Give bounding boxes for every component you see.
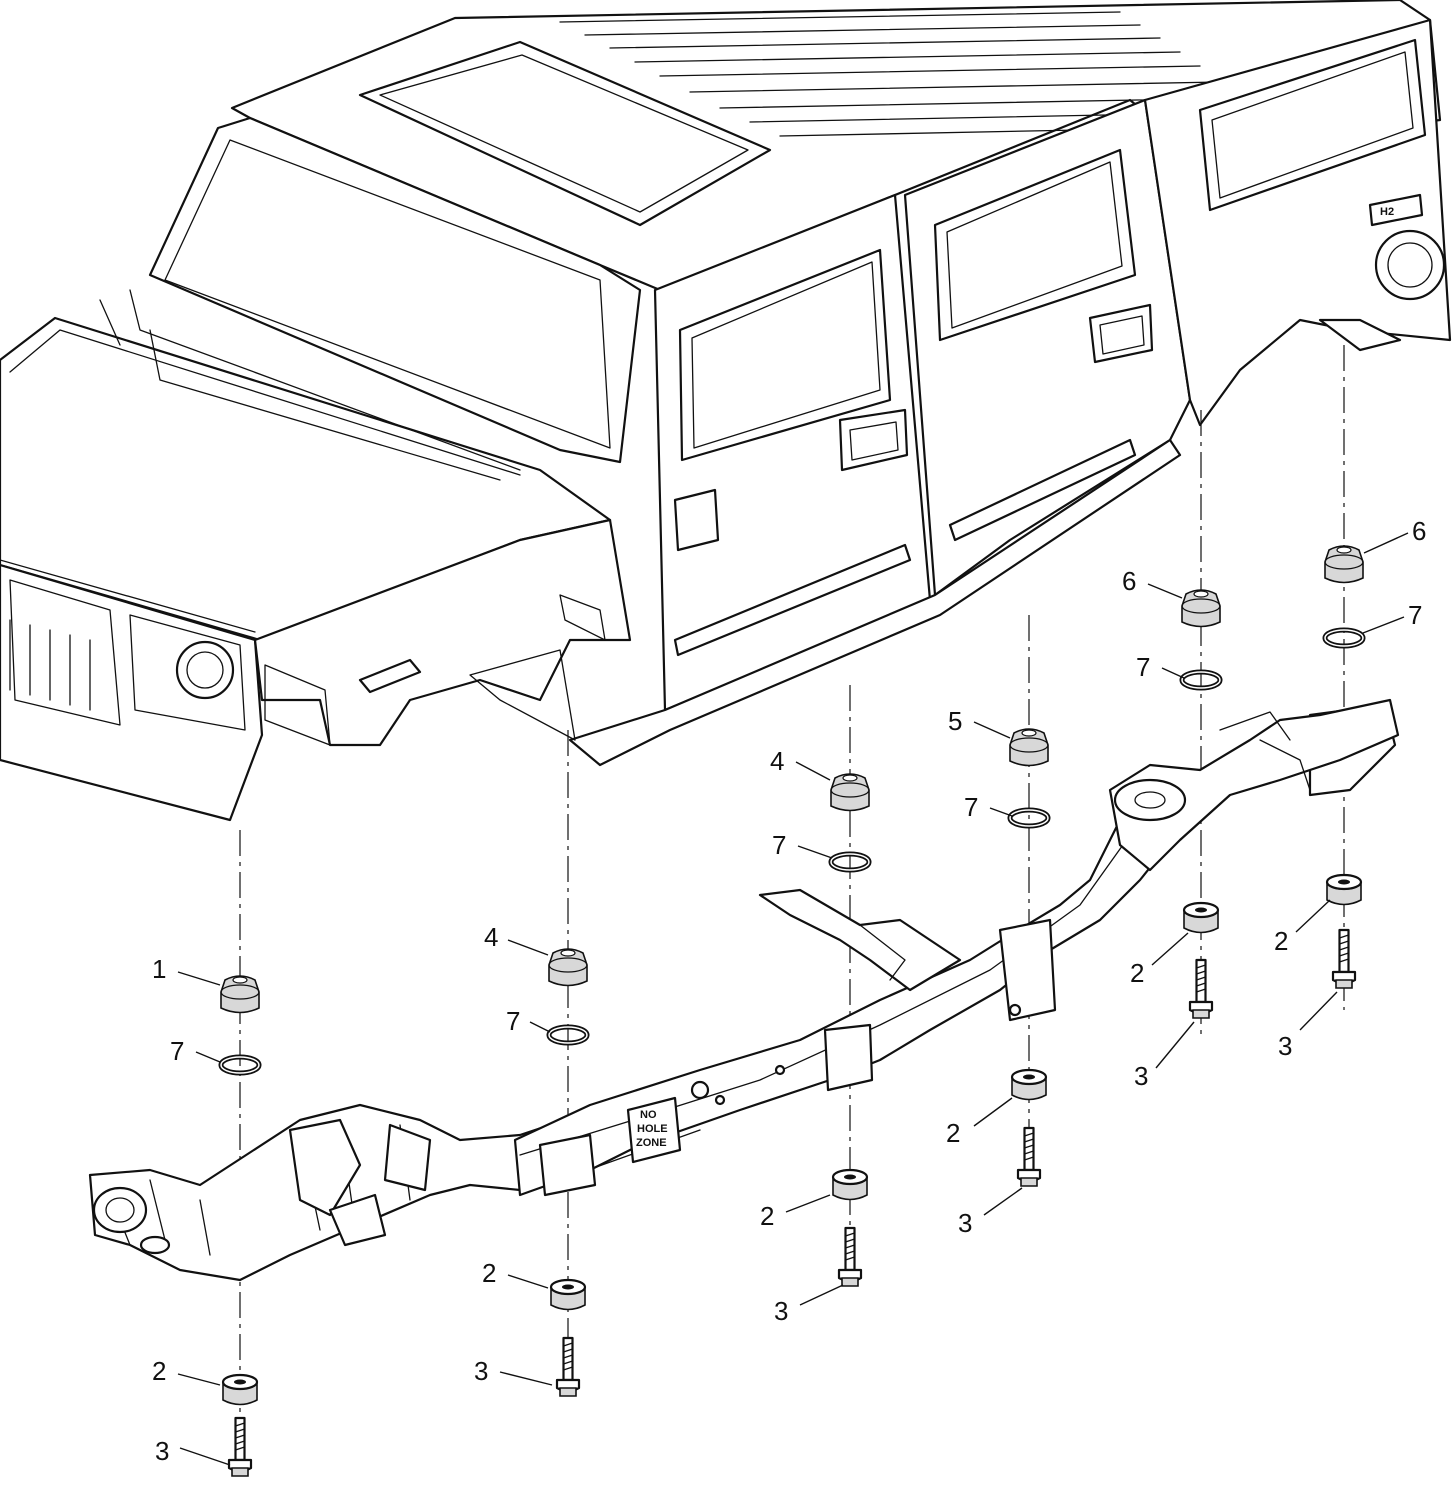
callout-6-right-mount: 6: [1412, 516, 1426, 546]
spacer-2-col2: [549, 1278, 587, 1311]
quarter-window: [1198, 38, 1427, 212]
callout-3-col6-bolt: 3: [1278, 1031, 1292, 1061]
spacer-2-front: [221, 1373, 259, 1406]
front-fender: [253, 518, 632, 747]
headlamp: [175, 640, 235, 700]
callout-3-col3-bolt: 3: [774, 1296, 788, 1326]
bolt-3-col2: [555, 1336, 581, 1398]
body-mount-6-right: [1324, 545, 1364, 584]
callout-2-col5-spacer: 2: [1130, 958, 1144, 988]
callout-3-col4-bolt: 3: [958, 1208, 972, 1238]
callout-2-col6-spacer: 2: [1274, 926, 1288, 956]
callout-7-front-washer: 7: [170, 1036, 184, 1066]
rear-door-window: [933, 148, 1137, 342]
rocker-panel: [568, 438, 1182, 767]
callout-7-col3-washer: 7: [772, 830, 786, 860]
bolt-3-col4: [1016, 1126, 1042, 1188]
callout-1-front-mount: 1: [152, 954, 166, 984]
callout-3-col2-bolt: 3: [474, 1356, 488, 1386]
frame-stamp-line1: NO: [640, 1109, 657, 1121]
body-mount-5: [1009, 728, 1049, 767]
callout-7-col5-washer: 7: [1136, 652, 1150, 682]
body-mount-6-left: [1181, 589, 1221, 628]
callout-2-front-spacer: 2: [152, 1356, 166, 1386]
grille: [0, 563, 264, 822]
callout-7-col2-washer: 7: [506, 1006, 520, 1036]
callout-5-mount: 5: [948, 706, 962, 736]
frame-stamp-line2: HOLE: [637, 1123, 668, 1135]
sunroof: [358, 40, 772, 227]
callout-6-left-mount: 6: [1122, 566, 1136, 596]
body-badge-text: H2: [1380, 206, 1394, 218]
callout-numbers: 1 7 2 3 4 7 2 3 4 7 2 3 5 7 2 3 6 7 2 3 …: [152, 516, 1426, 1466]
callout-leaders: [177, 532, 1409, 1466]
callout-3-front-bolt: 3: [155, 1436, 169, 1466]
body-mount-1: [220, 975, 260, 1014]
body-mount-4-left: [548, 948, 588, 987]
mid-crossmember: [758, 888, 962, 992]
rear-axle-area: [1108, 698, 1400, 872]
spacer-2-col5: [1182, 901, 1220, 934]
callout-3-col5-bolt: 3: [1134, 1061, 1148, 1091]
bolt-3-col5: [1188, 958, 1214, 1020]
washer-7-col6: [1325, 630, 1363, 646]
spacer-2-col3: [831, 1168, 869, 1201]
callout-4-mid-mount: 4: [770, 746, 784, 776]
vehicle-frame: NO HOLE ZONE: [88, 698, 1400, 1282]
callout-2-col2-spacer: 2: [482, 1258, 496, 1288]
vehicle-body: H2: [0, 0, 1452, 822]
callout-7-col4-washer: 7: [964, 792, 978, 822]
windshield: [148, 116, 642, 464]
fuel-door: [1374, 229, 1446, 301]
spacer-2-col6: [1325, 873, 1363, 906]
callout-4-left-mount: 4: [484, 922, 498, 952]
frame-stamp-line3: ZONE: [636, 1137, 667, 1149]
callout-2-col4-spacer: 2: [946, 1118, 960, 1148]
bolt-3-front: [227, 1416, 253, 1478]
callout-2-col3-spacer: 2: [760, 1201, 774, 1231]
spacer-2-col4: [1010, 1068, 1048, 1101]
body-mount-4-mid: [830, 773, 870, 812]
bolt-3-col6: [1331, 928, 1357, 990]
front-door-window: [678, 248, 892, 462]
callout-7-col6-washer: 7: [1408, 600, 1422, 630]
bolt-3-col3: [837, 1226, 863, 1288]
